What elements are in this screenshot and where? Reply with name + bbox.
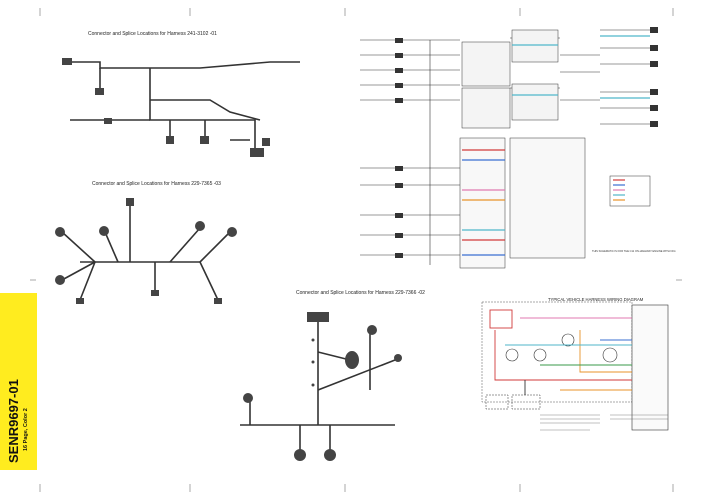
- schematic-note: THIS SCHEMATIC IS FOR THE C11 ON-HIGHWAY…: [592, 250, 676, 253]
- harness-title-2: Connector and Splice Locations for Harne…: [92, 181, 221, 187]
- vehicle-harness-diagram: [481, 301, 669, 431]
- harness-title-3: Connector and Splice Locations for Harne…: [296, 290, 425, 296]
- harness-229-7366-connectors: [243, 312, 402, 461]
- harness-241-3102: [70, 61, 300, 148]
- harness-title-1: Connector and Splice Locations for Harne…: [88, 31, 217, 37]
- harness-229-7365-connectors: [55, 198, 237, 304]
- vehicle-harness-colored-wires: [494, 317, 632, 395]
- harness-229-7366: [240, 322, 396, 452]
- harness-241-3102-connectors: [62, 58, 270, 157]
- engine-schematic-connectors: [395, 27, 658, 258]
- engine-schematic-colored-wires: [462, 35, 650, 256]
- engine-schematic-blocks: [459, 29, 586, 269]
- vehicle-harness-notes: [540, 414, 668, 431]
- vehicle-diagram-title: TYPICAL VEHICLE HARNESS WIRING DIAGRAM: [548, 297, 644, 302]
- wire-color-legend: [609, 175, 651, 207]
- crop-marks: [30, 8, 682, 492]
- harness-229-7365: [61, 202, 231, 301]
- document-sidebar: SENR9697-01 16 Page, Color 2: [0, 293, 37, 470]
